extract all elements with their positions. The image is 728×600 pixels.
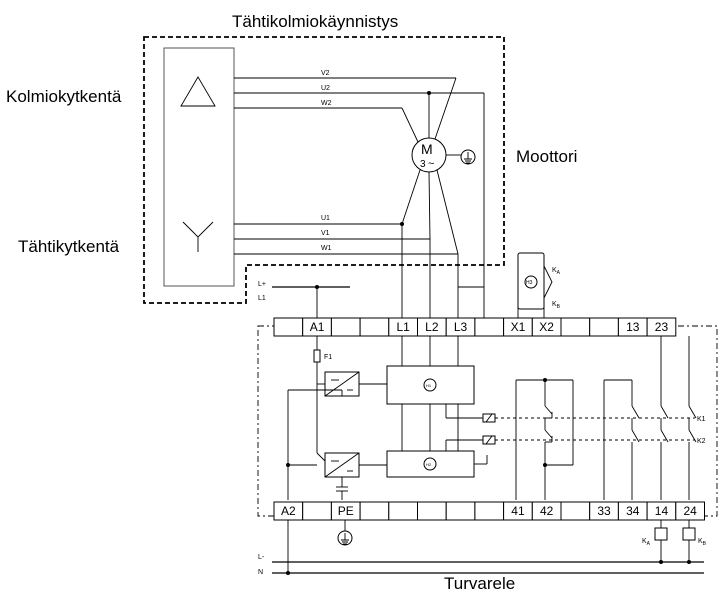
wire-label-u2: U2 <box>321 85 330 92</box>
top-terminal <box>273 317 304 337</box>
bottom-terminal: 33 <box>589 501 619 521</box>
top-terminal: 23 <box>646 317 677 337</box>
wire-label-w2: W2 <box>321 100 332 107</box>
bottom-terminal: 41 <box>503 501 533 521</box>
fuse-f1 <box>313 349 321 363</box>
top-terminal: 13 <box>617 317 648 337</box>
relay-coil-kb <box>682 527 696 541</box>
title-star-delta: Tähtikolmiokäynnistys <box>232 12 398 31</box>
wire-label-v2: V2 <box>321 70 330 77</box>
ka-label: KA <box>552 267 561 276</box>
top-terminal-label: L1 <box>396 320 410 334</box>
label-delta-connection: Kolmiokytkentä <box>6 87 122 106</box>
bottom-terminal: 34 <box>617 501 648 521</box>
top-terminal-label: A1 <box>310 320 325 334</box>
motor-phase-3: 3 <box>420 159 426 170</box>
top-terminal: L3 <box>445 317 476 337</box>
top-terminal: L1 <box>388 317 418 337</box>
top-terminal: X1 <box>503 317 533 337</box>
top-terminal-label: L2 <box>425 320 439 334</box>
top-terminal <box>359 317 390 337</box>
bottom-terminal: PE <box>330 501 361 521</box>
top-terminal <box>560 317 591 337</box>
k2-label: K2 <box>697 438 706 445</box>
top-terminal-label: L3 <box>454 320 468 334</box>
bottom-terminal: 42 <box>531 501 562 521</box>
top-terminal-label: 23 <box>655 320 669 334</box>
bottom-terminal: 24 <box>675 501 705 521</box>
top-terminal-label: X2 <box>539 320 554 334</box>
supply-l-plus: L+ <box>258 281 266 288</box>
bottom-terminal-label: 41 <box>511 504 525 518</box>
bottom-terminal-strip: A2 PE 41 42 33 34 14 24 <box>273 501 705 521</box>
wire-label-u1: U1 <box>321 215 330 222</box>
bottom-terminal-label: 14 <box>655 504 669 518</box>
bottom-terminal-label: 34 <box>626 504 640 518</box>
bottom-terminal-label: A2 <box>281 504 296 518</box>
h2-label: H2 <box>426 462 432 467</box>
bottom-terminal-label: 42 <box>540 504 554 518</box>
h1-label: H1 <box>426 383 432 388</box>
top-terminal: X2 <box>531 317 562 337</box>
bottom-terminal <box>445 501 476 521</box>
label-safety-relay: Turvarele <box>444 574 515 593</box>
supply-n: N <box>258 569 263 576</box>
top-terminal-label: 13 <box>626 320 640 334</box>
top-terminal <box>330 317 361 337</box>
motor-tilde: ~ <box>428 158 434 170</box>
bottom-terminal: 14 <box>646 501 677 521</box>
fuse-label: F1 <box>324 354 332 361</box>
relay-coil-ka-label: KA <box>642 538 651 547</box>
top-terminal <box>589 317 619 337</box>
kb-label: KB <box>552 301 561 310</box>
top-terminal: L2 <box>417 317 447 337</box>
bottom-terminal <box>474 501 505 521</box>
supply-l1: L1 <box>258 295 266 302</box>
top-terminal: A1 <box>302 317 332 337</box>
bottom-terminal-label: 24 <box>683 504 697 518</box>
bottom-terminal <box>560 501 591 521</box>
bottom-terminal-label: 33 <box>597 504 611 518</box>
top-terminal <box>474 317 505 337</box>
supply-l-minus: L- <box>258 554 265 561</box>
relay-coil-kb-label: KB <box>698 538 707 547</box>
starter-enclosure <box>143 36 505 304</box>
motor-letter-m: M <box>421 141 433 157</box>
top-terminal-strip: A1 L1 L2 L3 X1 X2 13 23 <box>273 317 677 337</box>
bottom-terminal: A2 <box>273 501 304 521</box>
h3-label: H3 <box>526 280 533 286</box>
wire-label-w1: W1 <box>321 245 332 252</box>
top-terminal-label: X1 <box>511 320 526 334</box>
k1-label: K1 <box>697 416 706 423</box>
delta-symbol <box>180 76 216 107</box>
label-motor: Moottori <box>516 147 577 166</box>
bottom-terminal <box>359 501 390 521</box>
bottom-terminal <box>388 501 418 521</box>
wire-label-v1: V1 <box>321 230 330 237</box>
relay-coil-ka <box>654 527 668 541</box>
connection-block <box>163 47 235 287</box>
bottom-terminal <box>417 501 447 521</box>
bottom-terminal <box>302 501 332 521</box>
label-star-connection: Tähtikytkentä <box>18 237 120 256</box>
bottom-terminal-label: PE <box>338 504 354 518</box>
star-symbol <box>182 221 214 252</box>
